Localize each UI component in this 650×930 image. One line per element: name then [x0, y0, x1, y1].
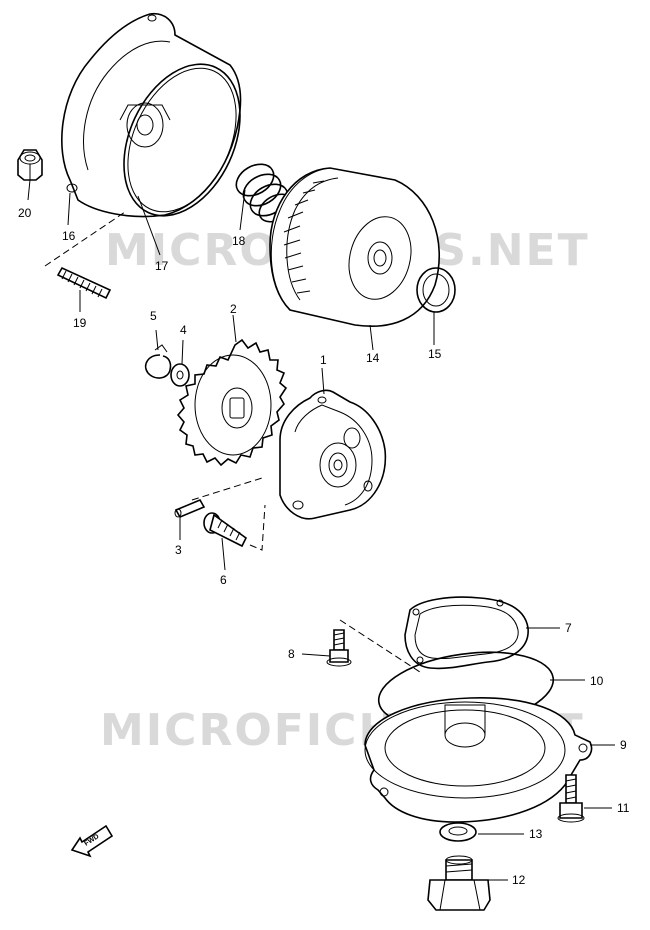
part-label-12: 12 — [512, 873, 526, 887]
part-label-4: 4 — [180, 323, 187, 337]
part-label-16: 16 — [62, 229, 76, 243]
oil-filter[interactable] — [269, 167, 440, 327]
part-label-6: 6 — [220, 573, 227, 587]
part-label-14: 14 — [366, 351, 380, 365]
oil-pan[interactable] — [364, 697, 593, 823]
part-label-19: 19 — [73, 316, 87, 330]
pump-screw[interactable] — [203, 512, 248, 548]
part-label-17: 17 — [155, 259, 169, 273]
washer[interactable] — [170, 363, 190, 387]
part-label-10: 10 — [590, 674, 604, 688]
alignment-lines — [44, 211, 421, 673]
o-ring-large[interactable] — [101, 46, 263, 235]
pump-drive-gear[interactable] — [176, 338, 288, 467]
part-label-15: 15 — [428, 347, 442, 361]
forward-direction-arrow: FWD — [70, 824, 114, 858]
part-labels: 20 16 17 18 19 5 4 2 1 14 15 3 6 7 8 10 … — [18, 206, 630, 887]
stud-bolt[interactable] — [56, 266, 112, 300]
part-label-13: 13 — [529, 827, 543, 841]
cap-nut[interactable] — [17, 149, 43, 181]
part-label-3: 3 — [175, 543, 182, 557]
part-label-20: 20 — [18, 206, 32, 220]
part-label-2: 2 — [230, 302, 237, 316]
part-label-11: 11 — [617, 801, 630, 815]
part-label-8: 8 — [288, 647, 295, 661]
oil-pan-mount-bolt[interactable] — [557, 774, 585, 823]
leader-lines — [27, 179, 615, 881]
drain-washer[interactable] — [439, 822, 477, 842]
part-label-18: 18 — [232, 234, 246, 248]
oil-pan-gasket[interactable] — [404, 596, 529, 670]
part-label-9: 9 — [620, 738, 627, 752]
dowel-pin[interactable] — [174, 498, 206, 519]
o-ring-small[interactable] — [416, 267, 456, 313]
oil-pan-bolt[interactable] — [326, 629, 352, 667]
part-label-1: 1 — [320, 353, 327, 367]
part-label-7: 7 — [565, 621, 572, 635]
oil-pump-body[interactable] — [279, 389, 387, 520]
drain-plug[interactable] — [427, 855, 491, 911]
part-label-5: 5 — [150, 309, 157, 323]
